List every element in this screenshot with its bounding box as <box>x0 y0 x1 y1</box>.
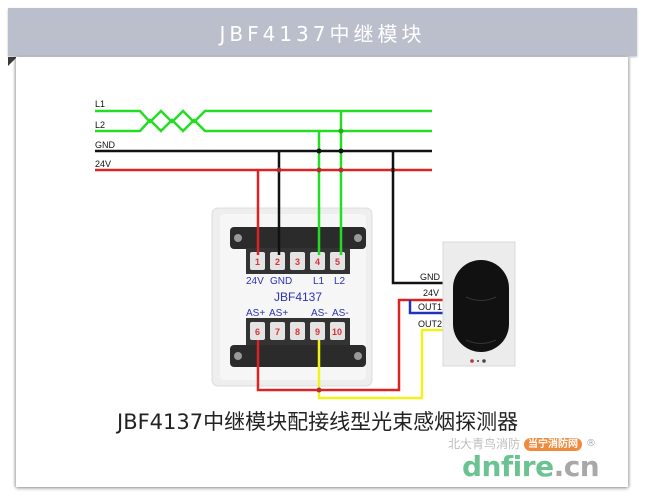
beam-smoke-detector <box>442 241 516 367</box>
terminal-label-l2: L2 <box>334 276 346 287</box>
top-terminal-block <box>230 227 366 249</box>
bus-label-24v: 24V <box>95 159 111 169</box>
terminal-label-as-minus-2: AS- <box>332 308 349 319</box>
watermark-site: dnfire.cn <box>462 450 600 483</box>
module-name: JBF4137 <box>274 290 322 304</box>
terminal-label-as-plus-2: AS+ <box>269 308 288 319</box>
bus-lines: L1 L2 GND 24V <box>95 99 432 172</box>
terminal-label-as-plus-1: AS+ <box>246 308 265 319</box>
watermark-row: 北大青鸟消防 当宁消防网 ® <box>448 436 596 452</box>
terminal-label-as-minus-1: AS- <box>311 308 328 319</box>
detector-wires: GND 24V OUT1 OUT2 <box>256 151 446 400</box>
detector-label-24v: 24V <box>423 288 439 298</box>
bus-label-l2: L2 <box>95 120 105 130</box>
terminal-7: 7 <box>275 327 280 337</box>
bus-label-l1: L1 <box>95 99 105 109</box>
watermark-site-tld: .cn <box>553 450 600 483</box>
registered-mark: ® <box>586 438 597 449</box>
relay-module: 1 2 3 4 5 24V GND L1 L2 JBF4137 AS+ AS+ … <box>211 207 373 387</box>
top-screws: 1 2 3 4 5 <box>250 252 345 270</box>
terminal-4: 4 <box>315 257 320 267</box>
detector-label-gnd: GND <box>420 272 441 282</box>
terminal-6: 6 <box>255 327 260 337</box>
wire-l2 <box>95 118 432 133</box>
bus-label-gnd: GND <box>95 140 116 150</box>
watermark-site-main: dnfire <box>462 450 554 483</box>
terminal-label-l1: L1 <box>313 276 325 287</box>
terminal-2: 2 <box>275 257 280 267</box>
watermark-account: 北大青鸟消防 <box>448 437 521 451</box>
terminal-1: 1 <box>255 257 260 267</box>
page-title: JBF4137中继模块 <box>219 21 426 46</box>
ribbon-corner <box>8 57 17 66</box>
terminal-3: 3 <box>295 257 300 267</box>
terminal-9: 9 <box>315 327 320 337</box>
detector-label-out1: OUT1 <box>418 302 442 312</box>
terminal-label-gnd: GND <box>270 276 292 287</box>
title-bar: JBF4137中继模块 <box>8 8 637 56</box>
diagram-caption: JBF4137中继模块配接线型光束感烟探测器 <box>117 410 519 434</box>
detector-label-out2: OUT2 <box>418 319 442 329</box>
terminal-10: 10 <box>332 327 342 337</box>
watermark-badge: 当宁消防网 <box>524 437 583 451</box>
terminal-8: 8 <box>295 327 300 337</box>
bottom-screws: 6 7 8 9 10 <box>250 322 345 340</box>
terminal-5: 5 <box>335 257 340 267</box>
wire-l1 <box>95 109 432 124</box>
bottom-terminal-block <box>230 345 366 367</box>
terminal-label-24v: 24V <box>246 276 264 287</box>
